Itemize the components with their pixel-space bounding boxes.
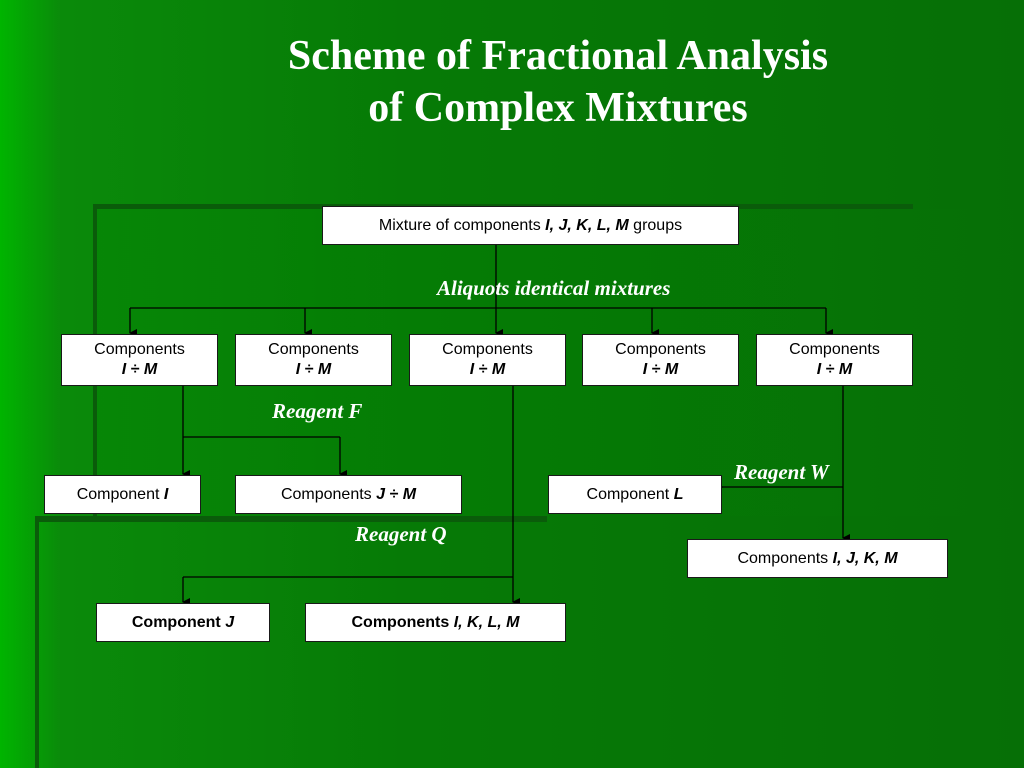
aliquot-line1: Components <box>789 341 880 358</box>
root-prefix: Mixture of components <box>378 216 546 234</box>
decorative-bar <box>35 516 39 768</box>
slide-title: Scheme of Fractional Analysis of Complex… <box>180 30 936 134</box>
fraction-name: I, J, K, M <box>832 549 898 567</box>
aliquots-label: Aliquots identical mixtures <box>437 276 671 300</box>
root-mixture-text: Mixture of components I, J, K, L, M grou… <box>379 216 682 236</box>
aliquot-box: Components I ÷ M <box>582 334 739 386</box>
fraction-name: L <box>673 485 684 503</box>
root-suffix: groups <box>628 216 683 234</box>
aliquot-box: Components I ÷ M <box>756 334 913 386</box>
reagent-q-label: Reagent Q <box>355 522 447 546</box>
aliquot-line2: I ÷ M <box>121 361 158 378</box>
aliquot-box: Components I ÷ M <box>409 334 566 386</box>
aliquot-line1: Components <box>94 341 185 358</box>
aliquot-line2: I ÷ M <box>816 361 853 378</box>
aliquot-line1: Components <box>615 341 706 358</box>
fraction-prefix: Component <box>586 485 674 503</box>
aliquot-box: Components I ÷ M <box>61 334 218 386</box>
aliquot-line1: Components <box>268 341 359 358</box>
fraction-prefix: Components <box>280 485 377 503</box>
title-line-2: of Complex Mixtures <box>368 85 748 131</box>
title-line-1: Scheme of Fractional Analysis <box>287 33 829 79</box>
component-j-box: Component J <box>96 603 270 642</box>
reagent-w-label: Reagent W <box>734 460 829 484</box>
fraction-name: J ÷ M <box>376 485 417 503</box>
component-i-box: Component I <box>44 475 201 514</box>
fraction-prefix: Component <box>76 485 164 503</box>
aliquot-line2: I ÷ M <box>642 361 679 378</box>
fraction-prefix: Component <box>131 613 226 631</box>
fraction-name: J <box>225 613 235 631</box>
root-groups: I, J, K, L, M <box>545 216 629 234</box>
components-iklm-box: Components I, K, L, M <box>305 603 566 642</box>
decorative-bar <box>37 516 547 522</box>
components-j-m-box: Components J ÷ M <box>235 475 462 514</box>
fraction-prefix: Components <box>351 613 454 631</box>
reagent-f-label: Reagent F <box>272 399 363 423</box>
components-ijkm-box: Components I, J, K, M <box>687 539 948 578</box>
fraction-name: I, K, L, M <box>453 613 520 631</box>
component-l-box: Component L <box>548 475 722 514</box>
aliquot-line1: Components <box>442 341 533 358</box>
root-mixture-box: Mixture of components I, J, K, L, M grou… <box>322 206 739 245</box>
fraction-prefix: Components <box>737 549 833 567</box>
aliquot-line2: I ÷ M <box>295 361 332 378</box>
fraction-name: I <box>163 485 169 503</box>
aliquot-box: Components I ÷ M <box>235 334 392 386</box>
aliquot-line2: I ÷ M <box>469 361 506 378</box>
